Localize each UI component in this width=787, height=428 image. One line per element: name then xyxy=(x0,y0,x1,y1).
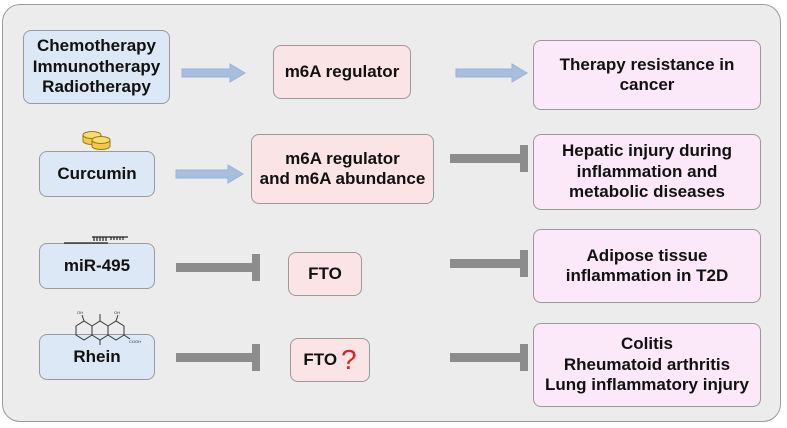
svg-text:OH: OH xyxy=(114,310,120,315)
activation-arrow xyxy=(175,164,244,184)
inflammatory-diseases-box: Colitis Rheumatoid arthritis Lung inflam… xyxy=(533,323,761,407)
therapy-resistance-box: Therapy resistance in cancer xyxy=(533,40,761,110)
inhibition-bar xyxy=(252,254,260,281)
inhibition-bar xyxy=(252,344,260,371)
inhibition-arrow xyxy=(450,259,520,268)
inhibition-arrow xyxy=(176,263,252,272)
activation-arrow xyxy=(455,63,528,83)
inhibition-bar xyxy=(520,250,528,277)
hepatic-injury-box: Hepatic injury during inflammation and m… xyxy=(533,134,761,210)
curcumin-box: Curcumin xyxy=(39,151,155,197)
treatments-box: Chemotherapy Immunotherapy Radiotherapy xyxy=(23,30,170,104)
fto-box: FTO xyxy=(288,252,362,296)
inhibition-arrow xyxy=(450,154,520,163)
inhibition-arrow xyxy=(176,353,252,362)
inhibition-bar xyxy=(520,145,528,172)
inhibition-bar xyxy=(520,344,528,371)
adipose-inflammation-box: Adipose tissue inflammation in T2D xyxy=(533,229,761,303)
activation-arrow xyxy=(181,63,246,83)
pill-icon xyxy=(82,131,111,150)
inhibition-arrow xyxy=(450,353,520,362)
svg-text:COOH: COOH xyxy=(129,339,141,344)
microrna-duplex-icon xyxy=(64,236,128,244)
m6a-regulator-box: m6A regulator xyxy=(273,45,411,99)
fto-label: FTO xyxy=(303,349,338,369)
rhein-structure-icon: OH OH COOH xyxy=(75,310,141,345)
rhein-box: Rhein xyxy=(39,334,155,380)
fto-question-box: FTO? xyxy=(290,338,370,382)
m6a-regulator-abundance-box: m6A regulator and m6A abundance xyxy=(251,134,434,204)
question-mark: ? xyxy=(341,344,357,375)
svg-text:OH: OH xyxy=(77,310,83,315)
